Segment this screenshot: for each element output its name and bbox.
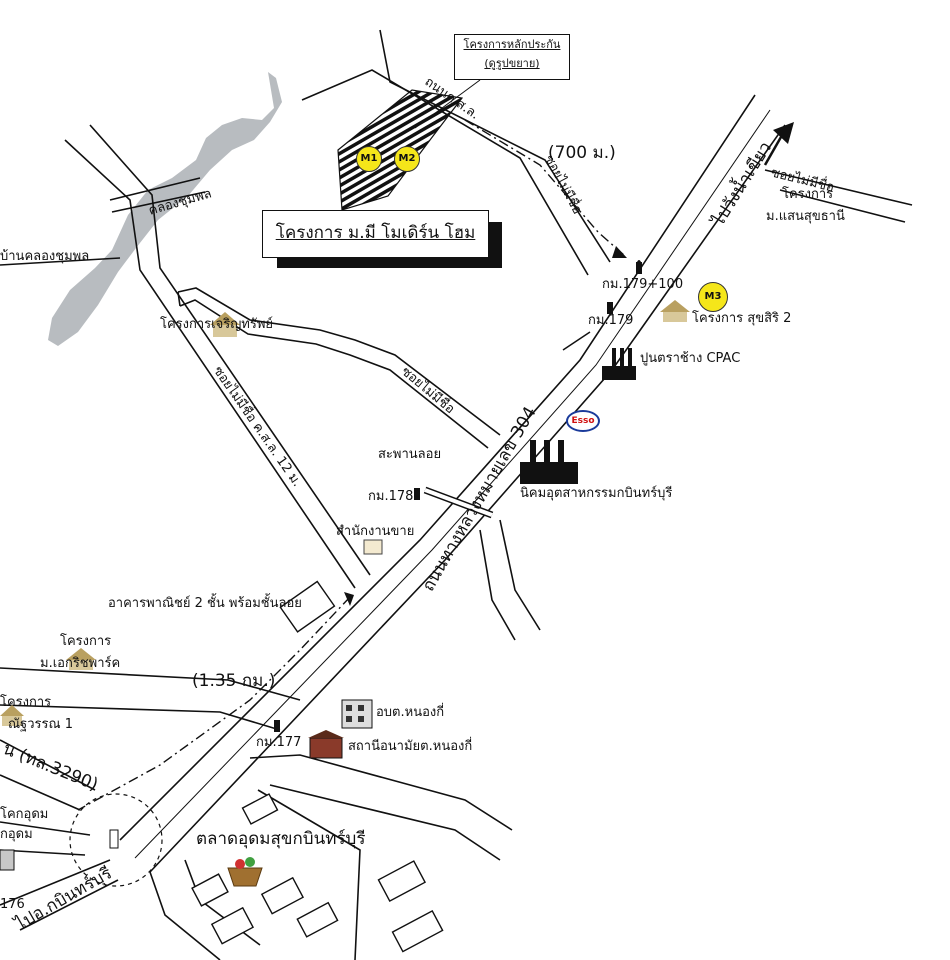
label-cpac: ปูนตราช้าง CPAC xyxy=(640,351,741,366)
label-proj-suksiri: โครงการ สุขสิริ 2 xyxy=(692,311,792,326)
market-basket-icon xyxy=(227,857,263,887)
km-post-icon-179 xyxy=(607,302,613,314)
label-km176: 176 xyxy=(0,897,25,912)
factory-icon-cpac xyxy=(602,348,636,380)
collateral-callout: โครงการหลักประกัน (ดูรูปขยาย) xyxy=(454,34,570,80)
callout-line2: (ดูรูปขยาย) xyxy=(484,57,540,70)
label-dist-700: (700 ม.) xyxy=(548,143,616,163)
road-bankhlong xyxy=(0,257,121,266)
label-khok-udom: โคกอุดม xyxy=(0,807,49,822)
industrial-road-b xyxy=(499,519,541,631)
soi-loop-c xyxy=(177,291,181,307)
soi-loop-a xyxy=(177,287,501,436)
project-title-text: โครงการ ม.มี โมเดิร์น โฮม xyxy=(275,223,476,243)
marker-m1[interactable]: M1 xyxy=(356,146,382,172)
pedestrian-bridge xyxy=(423,486,494,519)
callout-leader xyxy=(414,79,481,129)
road-3290-b xyxy=(0,774,81,811)
industrial-road-a xyxy=(479,529,516,641)
label-proj-left-1: โครงการ xyxy=(0,695,52,710)
label-proj-saensuk-1: โครงการ xyxy=(782,187,834,202)
label-obt-nongki: อบต.หนองกี่ xyxy=(376,705,445,720)
highway-304-left-edge xyxy=(119,94,756,841)
label-industrial-estate: นิคมอุตสาหกรรมกบินทร์บุรี xyxy=(520,486,673,501)
road-left-b xyxy=(89,124,371,576)
route-arrow-top xyxy=(612,246,627,258)
road-ecorich-a xyxy=(0,667,301,701)
label-proj-ecorich-2: ม.เอกริชพาร์ค xyxy=(40,656,121,671)
label-proj-charoensap: โครงการเจริญทรัพย์ xyxy=(160,317,274,332)
project-title: โครงการ ม.มี โมเดิร์น โฮม xyxy=(262,210,489,258)
market-road-3 xyxy=(149,871,221,960)
road-canal-x2 xyxy=(111,191,206,213)
road-kabin-a xyxy=(0,859,111,906)
market-block-7 xyxy=(241,793,279,825)
market-block-1 xyxy=(191,873,229,907)
km-post-icon-179-100 xyxy=(636,260,642,274)
road-khok-a xyxy=(0,821,91,836)
route-top xyxy=(464,119,626,257)
highway-304-centre xyxy=(134,109,771,859)
route-bottom xyxy=(77,596,351,811)
house-icon-ecorich xyxy=(66,648,96,670)
label-proj-left-2: ณัฐวรรณ 1 xyxy=(8,717,73,732)
label-market: ตลาดอุดมสุขกบินทร์บุรี xyxy=(196,829,366,849)
label-km179: กม.179 xyxy=(588,313,634,328)
road-kabin-b xyxy=(19,879,119,931)
house-icon-suksiri xyxy=(660,300,690,322)
road-left-a xyxy=(64,139,356,589)
road-ecorich-b xyxy=(0,704,281,731)
house-icon-charoensap xyxy=(210,312,240,337)
label-km178: กม.178 xyxy=(368,489,414,504)
callout-line1: โครงการหลักประกัน xyxy=(463,38,561,51)
market-block-5 xyxy=(377,860,427,902)
soi-right-a xyxy=(764,169,913,206)
commercial-building-plot xyxy=(279,580,336,633)
route-arrow-bottom xyxy=(344,592,354,606)
crossing-179 xyxy=(562,331,591,351)
km-post-icon-177 xyxy=(274,720,280,732)
label-sales-office: สำนักงานขาย xyxy=(336,524,415,539)
label-commercial-bldg: อาคารพาณิชย์ 2 ชั้น พร้อมชั้นลอย xyxy=(108,596,302,611)
soi-right-b xyxy=(779,189,906,223)
label-km177: กม.177 xyxy=(256,735,302,750)
label-health-station: สถานีอนามัยต.หนองกี่ xyxy=(348,739,473,754)
market-road-2 xyxy=(269,784,501,861)
road-canal-x1 xyxy=(109,177,201,201)
obt-building-icon xyxy=(341,699,373,729)
north-direction-arrowhead-icon xyxy=(773,122,794,144)
house-icon-left-project xyxy=(0,705,24,726)
marker-m2[interactable]: M2 xyxy=(394,146,420,172)
factory-icon-industrial xyxy=(520,440,578,484)
roundabout xyxy=(69,793,163,887)
road-3290-a xyxy=(0,739,96,791)
traffic-light-icon xyxy=(109,829,119,849)
health-station-icon xyxy=(308,730,344,759)
school-building-icon xyxy=(0,849,15,871)
market-block-2 xyxy=(210,906,255,945)
label-udom: กอุดม xyxy=(0,827,33,842)
market-block-4 xyxy=(296,901,339,938)
sales-office-icon xyxy=(363,539,383,555)
market-road-1 xyxy=(249,754,513,831)
market-block-3 xyxy=(260,876,305,915)
label-proj-ecorich-1: โครงการ xyxy=(60,634,112,649)
label-proj-saensuk-2: ม.แสนสุขธานี xyxy=(766,209,845,224)
canal-water xyxy=(48,72,282,346)
marker-m3[interactable]: M3 xyxy=(698,282,728,312)
market-block-6 xyxy=(391,910,444,953)
km-post-icon-178 xyxy=(414,488,420,500)
market-road-5 xyxy=(257,789,361,960)
soi-loop-b xyxy=(179,299,489,449)
esso-logo: Esso xyxy=(566,410,600,432)
label-saphan-loi: สะพานลอย xyxy=(378,447,442,462)
label-ban-khlong-chumphon: บ้านคลองชุมพล xyxy=(0,249,90,264)
label-dist-135: (1.35 กม.) xyxy=(192,671,276,691)
label-km179-100: กม.179+100 xyxy=(602,277,684,292)
